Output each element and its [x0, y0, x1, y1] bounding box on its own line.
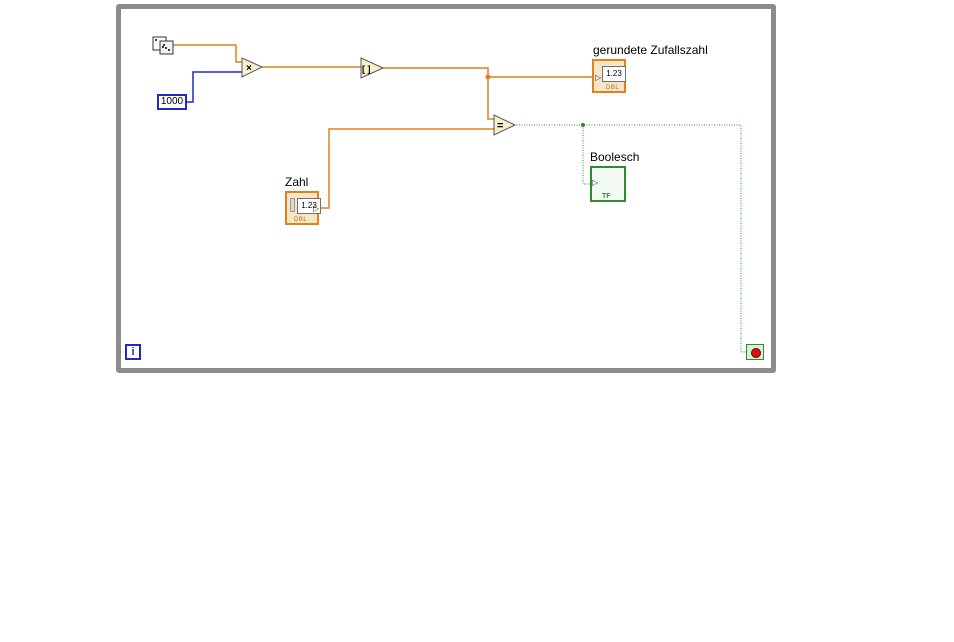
wire-random-to-multiply [173, 44, 242, 63]
tf-tag: TF [602, 193, 611, 200]
multiply-node[interactable]: × [241, 57, 264, 78]
indicator-rounded-random-display: 1.23 [602, 66, 626, 82]
indicator-boolean[interactable]: ▷ TF [590, 166, 626, 202]
wire-equal-to-stop [514, 124, 746, 353]
round-node[interactable]: [ ] [360, 57, 385, 79]
while-loop-frame[interactable] [116, 4, 776, 373]
wire-equal-to-boolean [582, 125, 590, 185]
dbl-tag: DBL [606, 85, 620, 91]
spinner-icon [290, 198, 295, 212]
wire-round-to-junction [383, 67, 489, 77]
stop-icon [751, 348, 761, 358]
control-number-display: 1.23 [297, 198, 321, 214]
equal-symbol: = [497, 120, 503, 132]
dice-icon[interactable] [152, 36, 174, 55]
label-number: Zahl [285, 175, 309, 189]
multiply-symbol: × [246, 63, 252, 74]
wire-junction-to-equal [487, 77, 494, 120]
input-arrow-icon: ▷ [595, 73, 602, 82]
label-rounded-random: gerundete Zufallszahl [593, 43, 708, 57]
wire-junction-dot [485, 74, 491, 80]
control-number[interactable]: 1.23 ▷ DBL [285, 191, 321, 225]
output-arrow-icon: ▷ [313, 204, 320, 213]
input-arrow-icon: ▷ [592, 178, 599, 187]
stop-terminal[interactable] [746, 344, 764, 360]
wire-constant-to-multiply [186, 71, 242, 103]
constant-1000[interactable]: 1000 [157, 94, 187, 110]
equal-node[interactable]: = [493, 114, 517, 136]
iteration-terminal[interactable]: i [125, 344, 141, 360]
indicator-rounded-random[interactable]: ▷ 1.23 DBL [592, 59, 626, 93]
wire-number-to-equal [321, 128, 494, 209]
round-symbol: [ ] [362, 64, 371, 74]
dbl-tag: DBL [294, 217, 308, 223]
label-boolean: Boolesch [590, 150, 640, 164]
wire-boolean-junction-dot [581, 123, 585, 127]
